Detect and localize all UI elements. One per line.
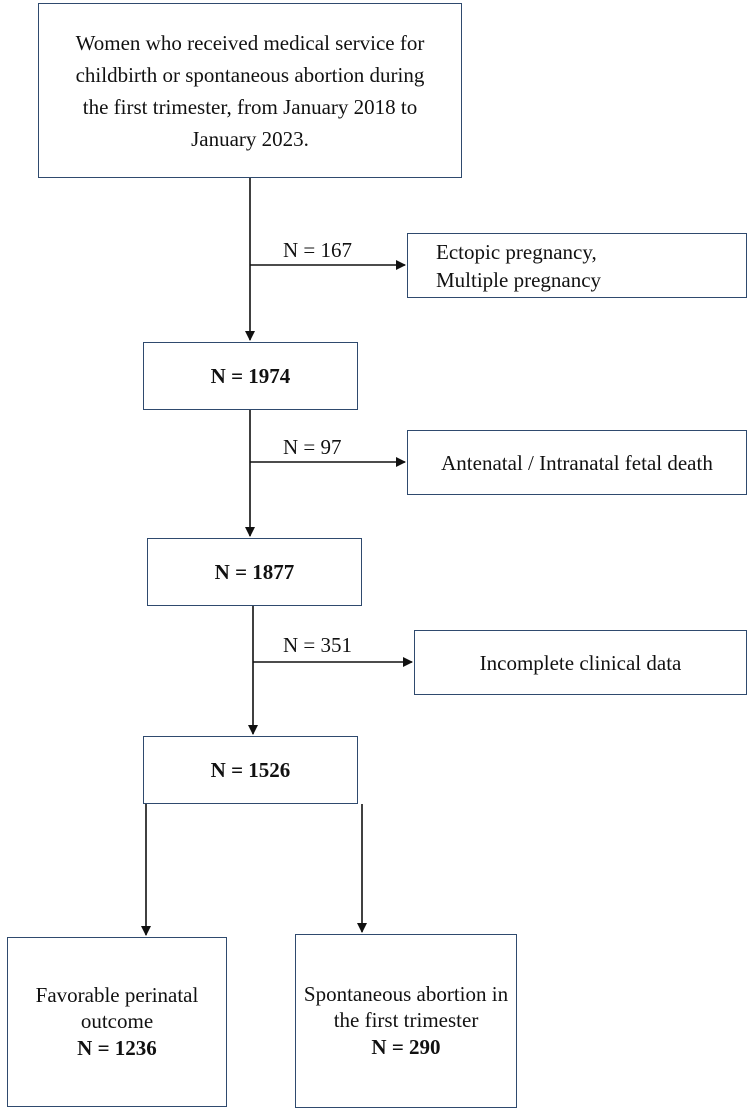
exclusion-line: Multiple pregnancy — [436, 267, 602, 292]
exclusion-line: Ectopic pregnancy, — [436, 239, 597, 264]
exclusion-box-3: Incomplete clinical data — [414, 630, 747, 695]
outcome-count: N = 1236 — [77, 1036, 157, 1060]
exclusion-count-3: N = 351 — [283, 633, 353, 657]
exclusion-box-2: Antenatal / Intranatal fetal death — [407, 430, 747, 495]
stage-count-1: N = 1974 — [210, 364, 291, 388]
exclusion-line: Antenatal / Intranatal fetal death — [441, 450, 713, 475]
stage-count-2: N = 1877 — [214, 560, 295, 584]
outcome-line: the first trimester — [333, 1008, 479, 1032]
start-line: January 2023. — [191, 126, 309, 151]
start-line: Women who received medical service for — [75, 30, 425, 55]
exclusion-count-2: N = 97 — [283, 435, 342, 459]
exclusion-box-1: Ectopic pregnancy, Multiple pregnancy — [407, 233, 747, 298]
start-line: childbirth or spontaneous abortion durin… — [75, 62, 425, 87]
outcome-line: Favorable perinatal — [35, 983, 199, 1007]
outcome-box-favorable: Favorable perinatal outcome N = 1236 — [7, 937, 227, 1107]
stage-box-1: N = 1974 — [143, 342, 358, 410]
exclusion-line: Incomplete clinical data — [479, 650, 682, 675]
outcome-count: N = 290 — [371, 1035, 441, 1059]
stage-box-2: N = 1877 — [147, 538, 362, 606]
outcome-box-abortion: Spontaneous abortion in the first trimes… — [295, 934, 517, 1108]
start-box: Women who received medical service for c… — [38, 3, 462, 178]
stage-count-3: N = 1526 — [210, 758, 291, 782]
start-line: the first trimester, from January 2018 t… — [82, 94, 418, 119]
exclusion-count-1: N = 167 — [283, 238, 353, 262]
outcome-line: outcome — [80, 1009, 154, 1033]
stage-box-3: N = 1526 — [143, 736, 358, 804]
outcome-line: Spontaneous abortion in — [303, 982, 509, 1006]
